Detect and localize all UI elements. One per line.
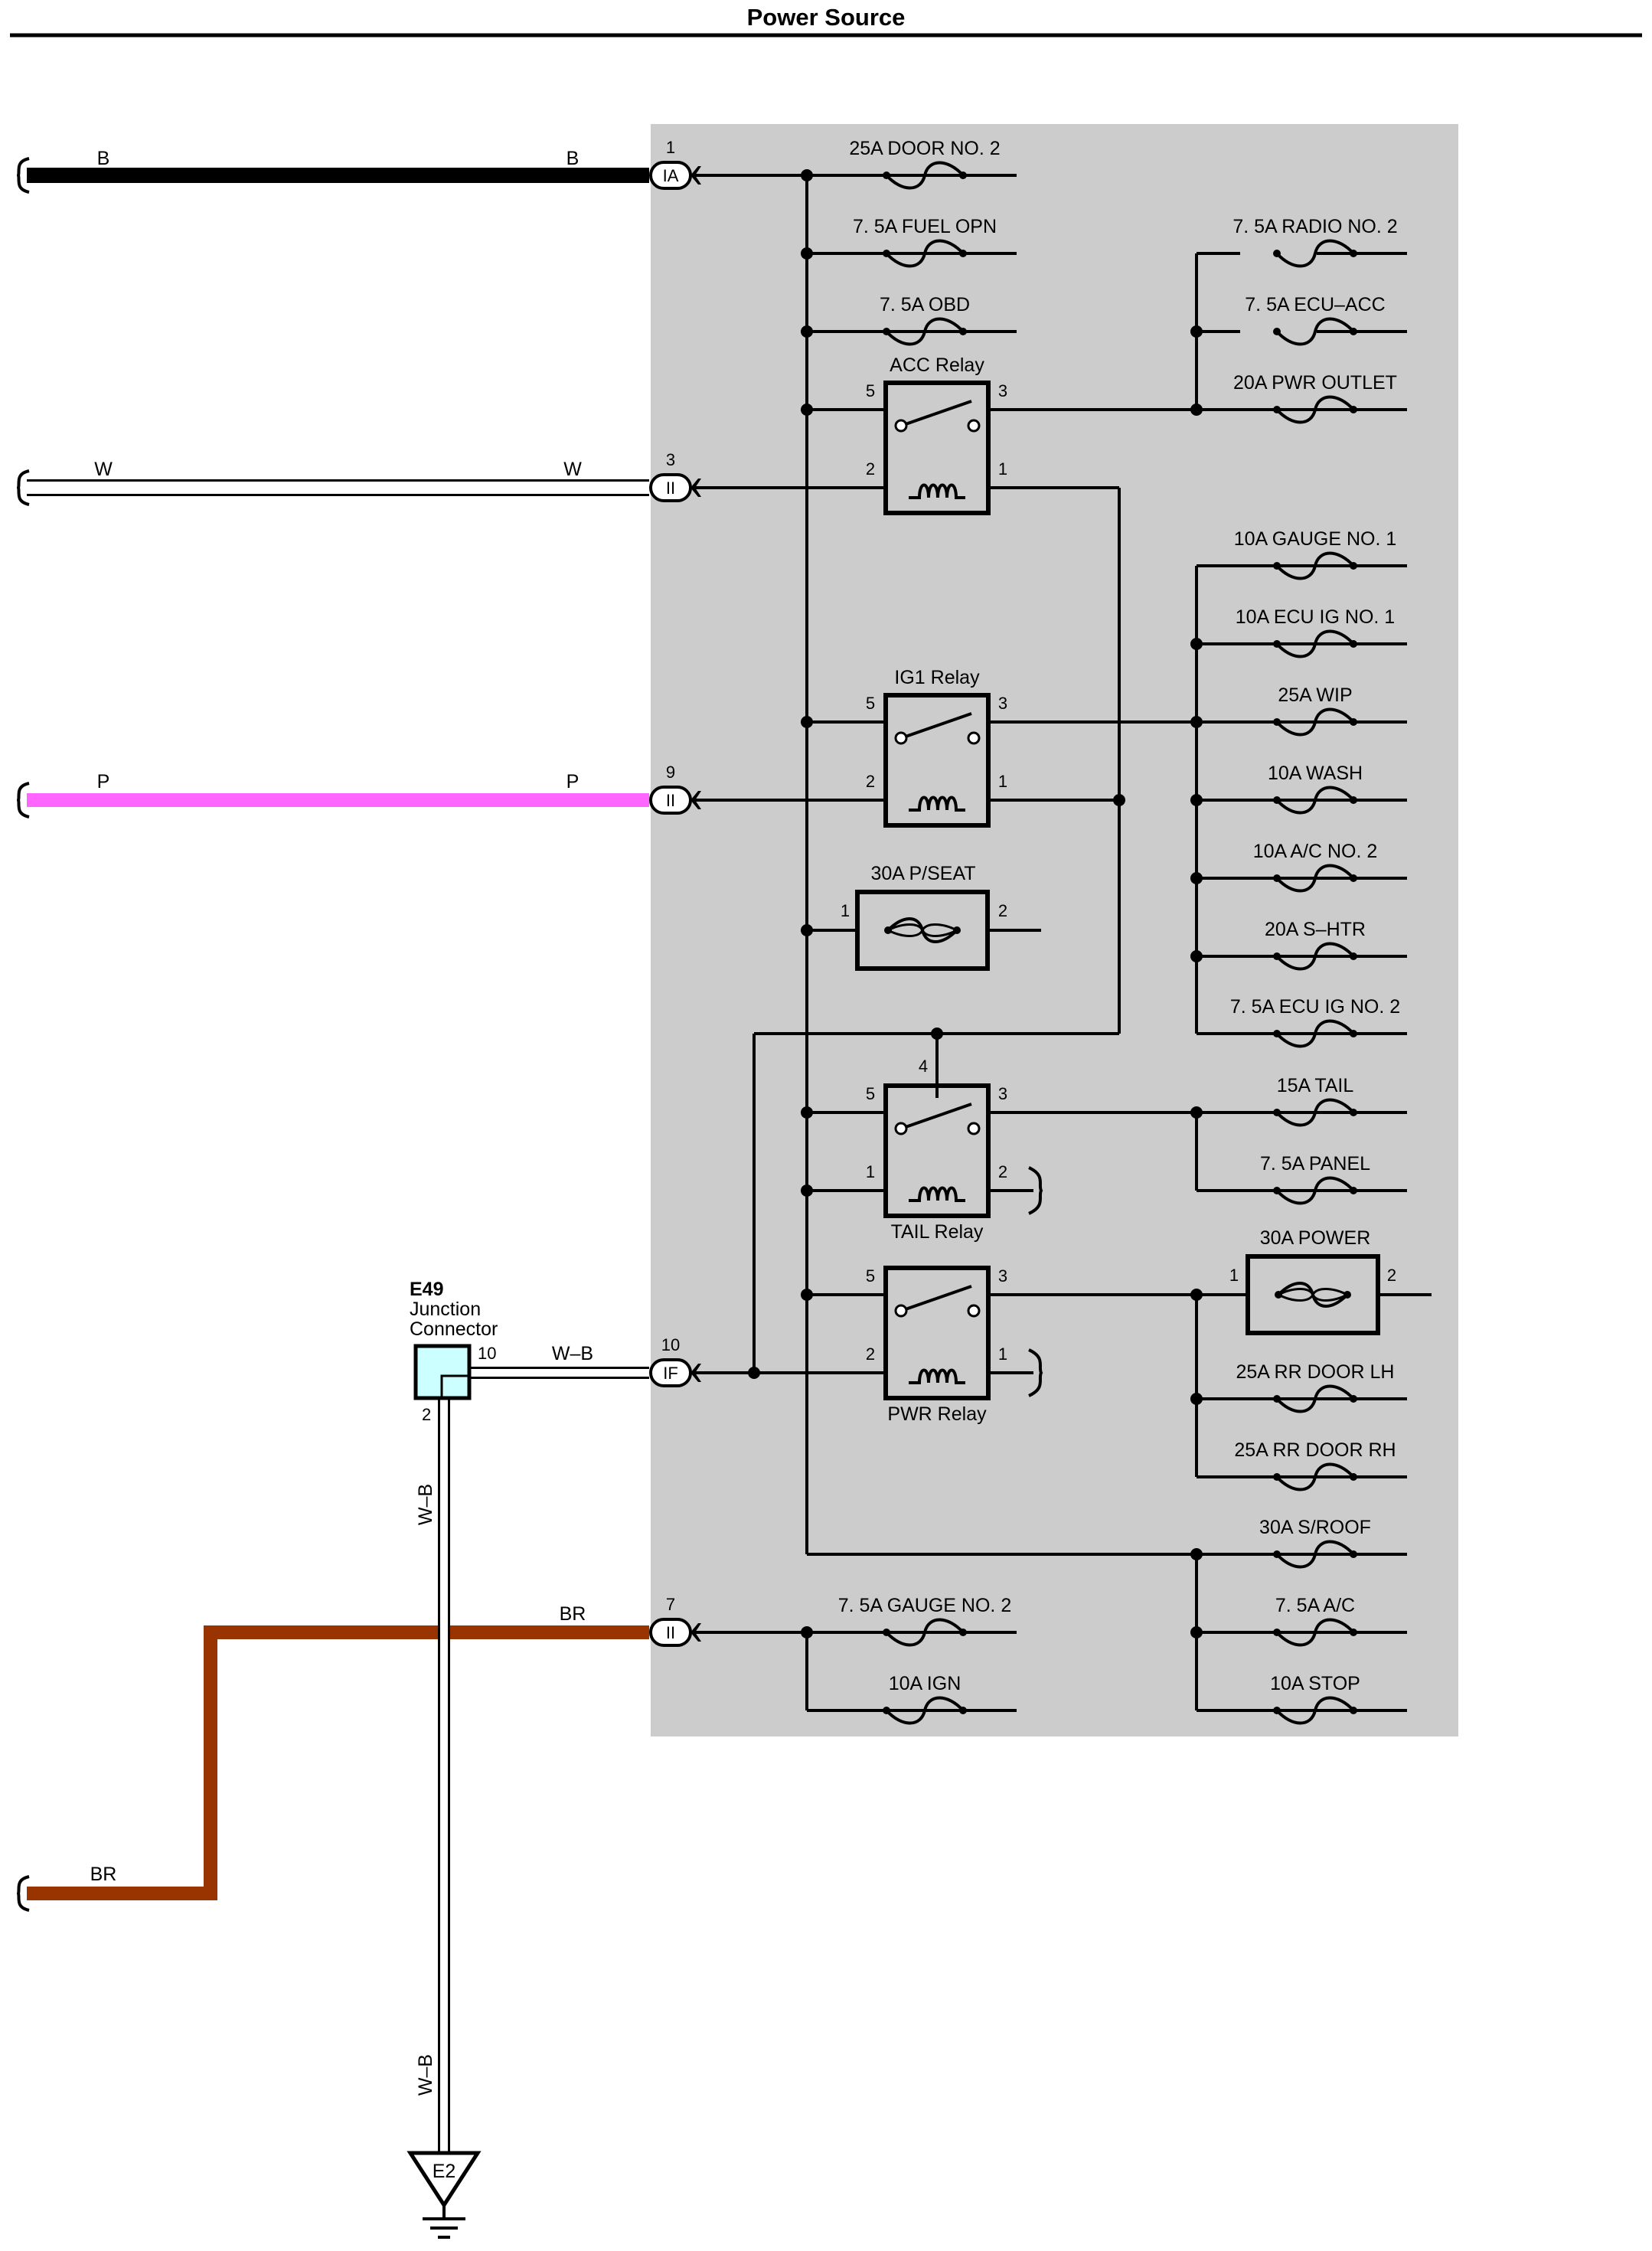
fuse-gauge1-label: 10A GAUGE NO. 1 bbox=[1234, 528, 1397, 550]
relay-tail-pin-2: 2 bbox=[998, 1162, 1007, 1181]
fuse-tail-label: 15A TAIL bbox=[1277, 1075, 1354, 1096]
relay-ig1-pin-2: 2 bbox=[866, 772, 875, 791]
connector-label-line1: Junction bbox=[410, 1299, 481, 1320]
plug-pin-9: 9 bbox=[666, 763, 675, 782]
fuse-pwroutlet-label: 20A PWR OUTLET bbox=[1233, 372, 1397, 394]
ground-triangle[interactable] bbox=[406, 2151, 482, 2209]
relay-tail-label: TAIL Relay bbox=[891, 1221, 984, 1243]
wire-label-p-right: P bbox=[566, 771, 580, 792]
connector-id: E49 bbox=[410, 1279, 443, 1300]
plug-code-ii-9: II bbox=[666, 791, 675, 810]
plug-pin-10: 10 bbox=[661, 1335, 680, 1354]
plug-pin-1: 1 bbox=[666, 138, 675, 157]
breaker-power-label: 30A POWER bbox=[1260, 1227, 1371, 1249]
relay-ig1-pin-3: 3 bbox=[998, 694, 1007, 713]
relay-acc-label: ACC Relay bbox=[890, 354, 984, 376]
relay-ig1-pin-1: 1 bbox=[998, 772, 1007, 791]
relay-pwr-pin-1: 1 bbox=[998, 1344, 1007, 1364]
plug-code-ii-3: II bbox=[666, 479, 675, 498]
fuse-ecuacc-label: 7. 5A ECU–ACC bbox=[1245, 294, 1385, 315]
wire-label-wb-v1: W–B bbox=[415, 1484, 436, 1525]
plug-code-if: IF bbox=[663, 1364, 678, 1383]
relay-ig1-pin-5: 5 bbox=[866, 694, 875, 713]
plug-pin-3: 3 bbox=[666, 450, 675, 469]
wire-label-wb-v2: W–B bbox=[415, 2054, 436, 2096]
fuse-ecuig2-label: 7. 5A ECU IG NO. 2 bbox=[1230, 996, 1400, 1018]
relay-tail-pin-3: 3 bbox=[998, 1084, 1007, 1103]
fuse-wip-label: 25A WIP bbox=[1278, 684, 1352, 706]
wire-label-p-left: P bbox=[97, 771, 110, 792]
wire-label-br-left: BR bbox=[90, 1864, 117, 1885]
connector-pin-10: 10 bbox=[478, 1344, 496, 1363]
relay-acc-pin-5: 5 bbox=[866, 381, 875, 400]
relay-acc-pin-2: 2 bbox=[866, 459, 875, 479]
wire-br bbox=[27, 1625, 649, 1900]
breaker-power-pin-1: 1 bbox=[1229, 1266, 1239, 1285]
plug-pin-7: 7 bbox=[666, 1595, 675, 1614]
wire-label-b-right: B bbox=[566, 148, 580, 169]
fuse-sroof-label: 30A S/ROOF bbox=[1259, 1517, 1371, 1538]
connector-pin-2: 2 bbox=[422, 1405, 431, 1424]
connector-label-line2: Connector bbox=[410, 1318, 498, 1340]
wire-label-b-left: B bbox=[97, 148, 110, 169]
breaker-pseat-label: 30A P/SEAT bbox=[870, 863, 975, 884]
junction-dots bbox=[748, 169, 1203, 1638]
fuse-ac2-label: 10A A/C NO. 2 bbox=[1253, 841, 1378, 862]
junction-block-panel bbox=[651, 124, 1458, 1736]
ground-label: E2 bbox=[433, 2161, 456, 2182]
fuse-rrdoorrh-label: 25A RR DOOR RH bbox=[1234, 1439, 1396, 1461]
connector-internal-link bbox=[440, 1374, 469, 1398]
fuse-ecuig1-label: 10A ECU IG NO. 1 bbox=[1236, 606, 1395, 628]
wire-label-br-right: BR bbox=[560, 1603, 586, 1625]
fuse-gauge2-label: 7. 5A GAUGE NO. 2 bbox=[838, 1595, 1011, 1616]
plug-code-ii-7: II bbox=[666, 1623, 675, 1642]
relay-pwr-pin-3: 3 bbox=[998, 1266, 1007, 1286]
wire-label-w-right: W bbox=[563, 459, 582, 480]
relay-tail-pin-4: 4 bbox=[919, 1057, 928, 1076]
wire-label-wb-h: W–B bbox=[552, 1343, 593, 1364]
wire-label-w-left: W bbox=[94, 459, 113, 480]
fuse-door2-label: 25A DOOR NO. 2 bbox=[849, 138, 1000, 159]
relay-pwr-pin-5: 5 bbox=[866, 1266, 875, 1286]
relay-pwr-pin-2: 2 bbox=[866, 1344, 875, 1364]
fuse-obd-label: 7. 5A OBD bbox=[880, 294, 970, 315]
fuse-shtr-label: 20A S–HTR bbox=[1265, 919, 1366, 940]
fuse-ac-label: 7. 5A A/C bbox=[1275, 1595, 1355, 1616]
fuse-wash-label: 10A WASH bbox=[1268, 763, 1363, 784]
breaker-power-pin-2: 2 bbox=[1387, 1266, 1396, 1285]
relay-ig1-label: IG1 Relay bbox=[894, 667, 980, 688]
page-title: Power Source bbox=[747, 4, 906, 31]
fuse-stop-label: 10A STOP bbox=[1270, 1673, 1360, 1694]
fuse-fuel-label: 7. 5A FUEL OPN bbox=[853, 216, 997, 237]
relay-tail-pin-1: 1 bbox=[866, 1162, 875, 1181]
plug-code-ia: IA bbox=[663, 166, 679, 185]
fuse-panel-label: 7. 5A PANEL bbox=[1260, 1153, 1370, 1175]
relay-pwr-label: PWR Relay bbox=[887, 1403, 987, 1425]
relay-tail-pin-5: 5 bbox=[866, 1084, 875, 1103]
fuse-ign-label: 10A IGN bbox=[889, 1673, 961, 1694]
fuse-rrdoorlh-label: 25A RR DOOR LH bbox=[1236, 1361, 1394, 1383]
breaker-pseat-pin-1: 1 bbox=[841, 901, 850, 920]
breaker-pseat-pin-2: 2 bbox=[998, 901, 1007, 920]
fuse-radio2-label: 7. 5A RADIO NO. 2 bbox=[1232, 216, 1397, 237]
relay-acc-pin-1: 1 bbox=[998, 459, 1007, 479]
relay-acc-pin-3: 3 bbox=[998, 381, 1007, 400]
